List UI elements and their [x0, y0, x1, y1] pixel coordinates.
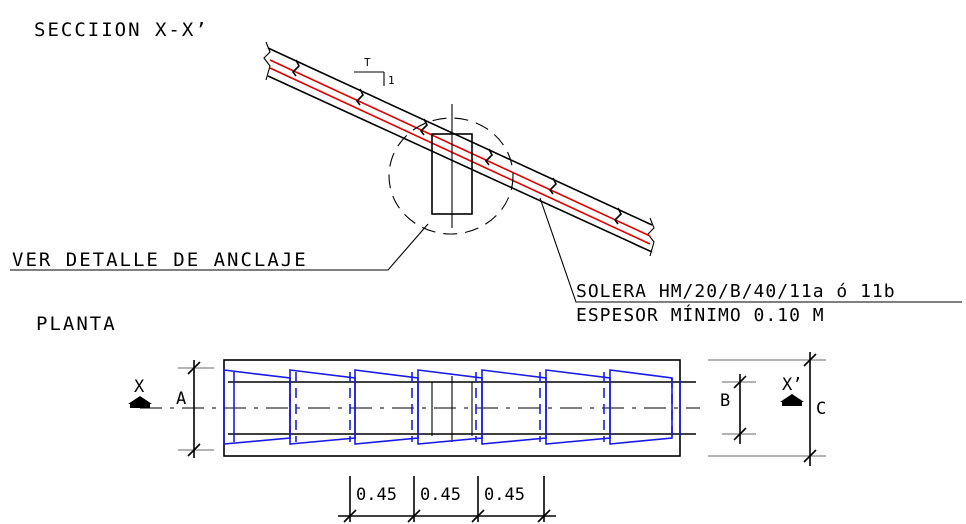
rebar-panel [354, 369, 419, 445]
slab-bottom-edge [267, 75, 653, 253]
rebar-panel [481, 369, 547, 445]
rebar-panel [545, 369, 611, 445]
rebar-bottom [269, 67, 651, 245]
slab-spec-line2: ESPESOR MÍNIMO 0.10 M [576, 304, 825, 326]
section-title: SECCIION X-X’ [34, 19, 209, 41]
slab-spec: SOLERA HM/20/B/40/11a ó 11b ESPESOR MÍNI… [539, 197, 962, 326]
dim-b-label: B [720, 391, 730, 411]
rebar-panel [289, 369, 356, 445]
section-marker-right: X’ [780, 375, 804, 406]
spacing-tick [407, 509, 421, 523]
spacing-dim-label: 0.45 [484, 485, 525, 505]
joint-mark [355, 88, 364, 106]
slope-label-top: T [364, 56, 371, 69]
detail-circle [388, 117, 514, 235]
slope-indicator: T 1 [354, 56, 395, 87]
dim-b-tick [733, 375, 747, 389]
section-arrow-right-base [782, 402, 802, 406]
anchor-detail [388, 104, 514, 235]
section-mark-right-label: X’ [782, 375, 802, 395]
spacing-dimensions: 0.45 0.45 0.45 [338, 476, 556, 523]
dim-c-label: C [816, 399, 826, 419]
slope-label-side: 1 [388, 74, 395, 87]
plan-title: PLANTA [36, 313, 117, 335]
slab-section [263, 41, 655, 257]
break-line-right [647, 217, 655, 257]
spacing-dim-label: 0.45 [420, 485, 461, 505]
dim-c-tick [803, 449, 817, 463]
section-arrow-right-icon [780, 394, 804, 402]
joint-marks [291, 59, 622, 225]
dim-c-tick [803, 353, 817, 367]
detail-leader [10, 223, 429, 271]
detail-callout: VER DETALLE DE ANCLAJE [10, 223, 429, 271]
section-reinforcement [269, 59, 651, 245]
spacing-dim-label: 0.45 [356, 485, 397, 505]
break-line-left [263, 41, 271, 81]
dimension-b: B [720, 374, 756, 444]
detail-callout-text: VER DETALLE DE ANCLAJE [12, 249, 308, 271]
section-mark-left-label: X [134, 377, 145, 397]
spacing-tick [471, 509, 485, 523]
dimension-c: C [708, 352, 826, 466]
joint-mark [613, 207, 622, 225]
spacing-tick [343, 509, 357, 523]
joint-mark [484, 148, 493, 166]
section-arrow-left-base [130, 404, 150, 408]
slab-top-edge [267, 47, 653, 226]
slab-spec-leader [539, 197, 962, 303]
section-arrow-left-icon [128, 396, 152, 404]
spacing-tick [537, 509, 551, 523]
dim-a-tick [187, 361, 201, 375]
dim-a-tick [187, 443, 201, 457]
joint-mark [419, 118, 428, 136]
section-marker-left: X [128, 377, 152, 408]
dim-a-label: A [176, 389, 186, 409]
dim-b-tick [733, 427, 747, 441]
joint-mark [291, 59, 300, 77]
rebar-panel [609, 369, 673, 445]
plan-reinforcement [223, 369, 681, 445]
slab-spec-line1: SOLERA HM/20/B/40/11a ó 11b [576, 281, 896, 302]
dimension-a: A [176, 360, 214, 458]
joint-mark [548, 177, 557, 195]
rebar-top [269, 59, 651, 237]
